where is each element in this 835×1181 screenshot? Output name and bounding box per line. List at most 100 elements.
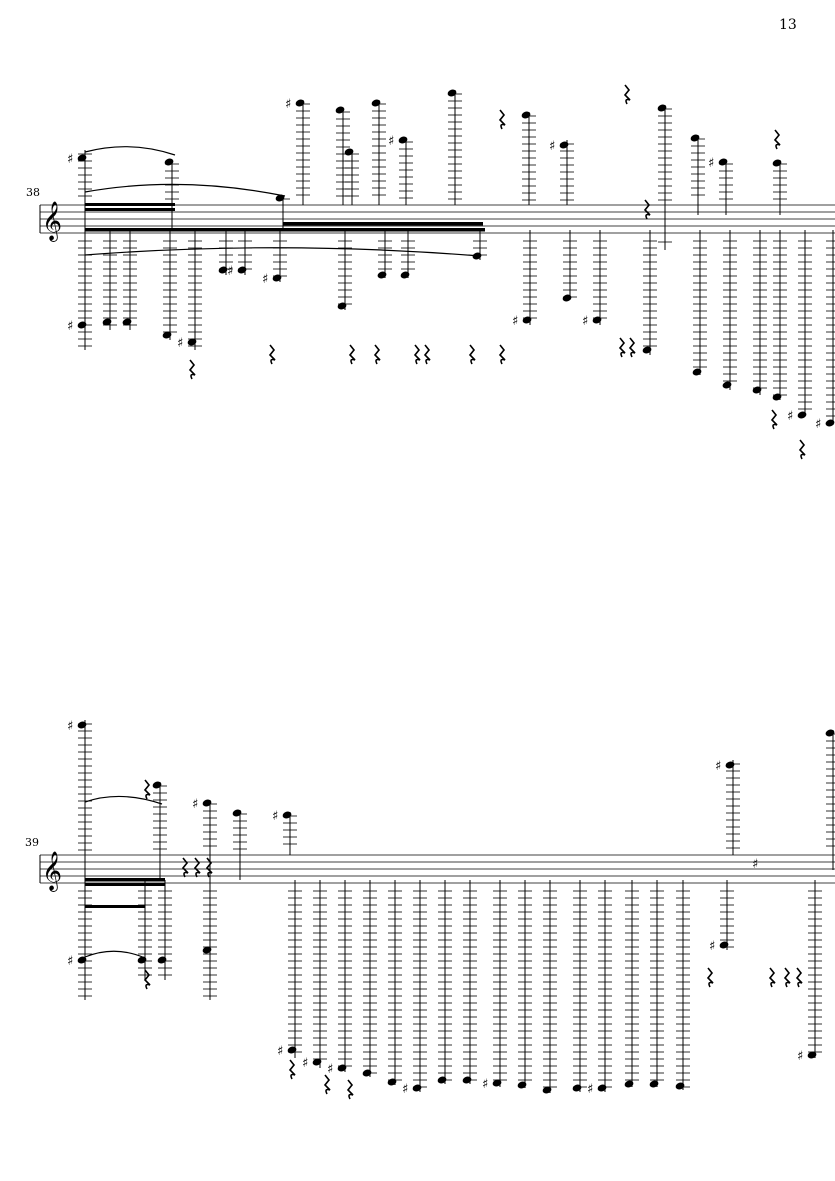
lower-note-39-15-notehead	[572, 1084, 582, 1092]
lower-note-38-18-notehead	[752, 386, 762, 394]
lower-note-38-4-notehead	[187, 338, 197, 346]
quarter-rest-icon	[188, 359, 196, 380]
sharp-icon: ♯	[587, 1082, 593, 1097]
sharp-icon: ♯	[512, 314, 518, 329]
lower-note-39-5-notehead	[312, 1058, 322, 1066]
sharp-icon: ♯	[787, 409, 793, 424]
sharp-icon: ♯	[262, 272, 268, 287]
beam-38	[85, 203, 175, 206]
upper-note-38-12-notehead	[690, 134, 700, 142]
quarter-rest-icon	[423, 344, 431, 365]
upper-note-39-4-notehead	[282, 811, 292, 819]
quarter-rest-icon	[498, 344, 506, 365]
beam-38	[85, 208, 175, 211]
quarter-rest-icon	[468, 344, 476, 365]
upper-note-38-13-notehead	[718, 158, 728, 166]
lower-note-39-6-notehead	[337, 1064, 347, 1072]
quarter-rest-icon	[205, 857, 213, 878]
lower-note-38-10-notehead	[400, 271, 410, 279]
quarter-rest-icon	[143, 779, 151, 800]
sharp-icon: ♯	[402, 1082, 408, 1097]
upper-note-39-6-notehead	[825, 729, 835, 737]
sharp-icon: ♯	[388, 134, 394, 149]
sharp-icon: ♯	[549, 139, 555, 154]
quarter-rest-icon	[795, 967, 803, 988]
quarter-rest-icon	[373, 344, 381, 365]
sharp-icon: ♯	[709, 939, 715, 954]
upper-note-38-6-notehead	[371, 99, 381, 107]
sharp-icon: ♯	[285, 97, 291, 112]
quarter-rest-icon	[798, 439, 806, 460]
lower-note-38-21-notehead	[825, 419, 835, 427]
lower-note-39-13-notehead	[517, 1081, 527, 1089]
lower-note-39-2-notehead	[157, 956, 167, 964]
sharp-icon: ♯	[272, 809, 278, 824]
lower-note-38-19-notehead	[772, 393, 782, 401]
tie-38	[84, 247, 481, 257]
lower-note-38-9-notehead	[377, 271, 387, 279]
sharp-icon: ♯	[67, 719, 73, 734]
quarter-rest-icon	[193, 857, 201, 878]
quarter-rest-icon	[768, 967, 776, 988]
lower-note-39-18-notehead	[649, 1080, 659, 1088]
quarter-rest-icon	[783, 967, 791, 988]
lower-note-38-15-notehead	[642, 346, 652, 354]
lower-note-38-12-notehead	[522, 316, 532, 324]
lower-note-38-1-notehead	[102, 318, 112, 326]
lower-note-38-16-notehead	[692, 368, 702, 376]
measure-number-38: 38	[26, 186, 40, 199]
sharp-icon: ♯	[752, 857, 758, 872]
lower-note-38-20-notehead	[797, 411, 807, 419]
lower-note-39-20-notehead	[719, 941, 729, 949]
beam-38	[85, 228, 485, 232]
sharp-icon: ♯	[67, 152, 73, 167]
sharp-icon: ♯	[815, 417, 821, 432]
lower-note-38-17-notehead	[722, 381, 732, 389]
beam-38	[283, 222, 483, 226]
quarter-rest-icon	[323, 1074, 331, 1095]
upper-note-38-3-notehead	[295, 99, 305, 107]
lower-note-38-8-notehead	[337, 302, 347, 310]
quarter-rest-icon	[181, 857, 189, 878]
lower-note-38-13-notehead	[562, 294, 572, 302]
quarter-rest-icon	[618, 337, 626, 358]
quarter-rest-icon	[346, 1079, 354, 1100]
lower-note-38-2-notehead	[122, 318, 132, 326]
upper-note-38-0-notehead	[77, 154, 87, 162]
lower-note-39-12-notehead	[492, 1079, 502, 1087]
quarter-rest-icon	[288, 1059, 296, 1080]
lower-note-39-4-notehead	[287, 1046, 297, 1054]
sharp-icon: ♯	[582, 314, 588, 329]
quarter-rest-icon	[706, 967, 714, 988]
upper-note-39-1-notehead	[152, 781, 162, 789]
upper-note-39-0-notehead	[77, 721, 87, 729]
sharp-icon: ♯	[327, 1062, 333, 1077]
quarter-rest-icon	[143, 969, 151, 990]
tie-38	[84, 183, 286, 197]
tie-39	[84, 795, 163, 805]
quarter-rest-icon	[643, 199, 651, 220]
upper-note-39-2-notehead	[202, 799, 212, 807]
lower-note-39-3-notehead	[202, 946, 212, 954]
upper-note-39-3-notehead	[232, 809, 242, 817]
lower-note-39-17-notehead	[624, 1080, 634, 1088]
lower-note-39-11-notehead	[462, 1076, 472, 1084]
lower-note-38-0-notehead	[77, 321, 87, 329]
lower-note-39-9-notehead	[412, 1084, 422, 1092]
lower-note-38-6-notehead	[237, 266, 247, 274]
sharp-icon: ♯	[302, 1056, 308, 1071]
upper-note-38-2-notehead	[275, 194, 285, 202]
lower-note-39-19-notehead	[675, 1082, 685, 1090]
quarter-rest-icon	[628, 337, 636, 358]
upper-note-38-1-notehead	[164, 158, 174, 166]
sharp-icon: ♯	[715, 759, 721, 774]
sharp-icon: ♯	[192, 797, 198, 812]
tie-39	[84, 950, 146, 959]
lower-note-39-21-notehead	[807, 1051, 817, 1059]
sharp-icon: ♯	[177, 336, 183, 351]
upper-note-38-7-notehead	[398, 136, 408, 144]
lower-note-39-0-notehead	[77, 956, 87, 964]
measure-number-39: 39	[25, 836, 39, 849]
upper-note-38-8-notehead	[447, 89, 457, 97]
